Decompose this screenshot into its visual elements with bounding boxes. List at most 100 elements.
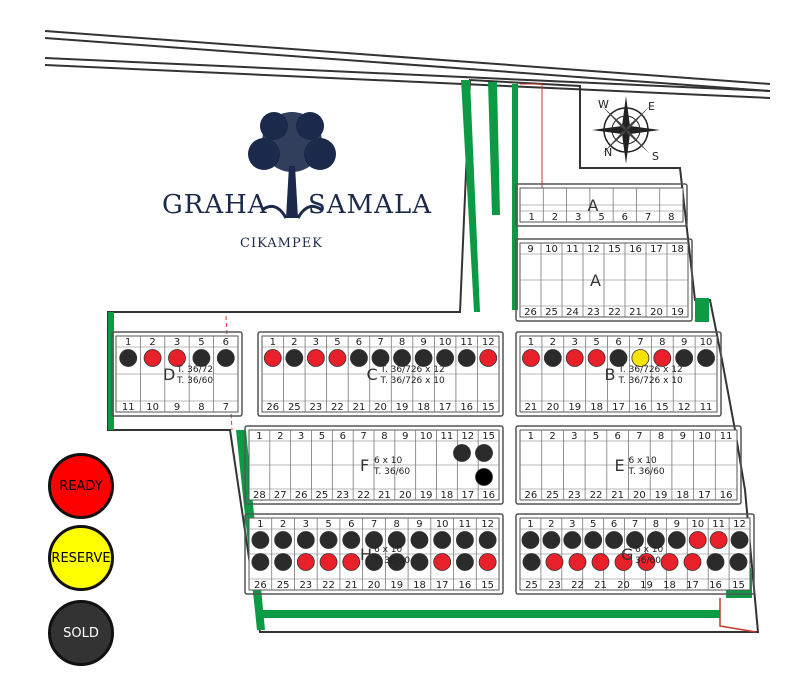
compass-east-label: E: [648, 100, 655, 113]
lot-status-dot: [626, 531, 644, 549]
lot-number: 6: [615, 337, 621, 348]
lot-status-dot: [456, 553, 474, 571]
lot-status-dot: [683, 553, 702, 571]
lot-number: 20: [617, 580, 630, 591]
lot-number: 18: [663, 580, 676, 591]
lot-number: 20: [633, 490, 646, 501]
lot-number: 15: [482, 431, 495, 442]
lot-status-dot: [568, 553, 587, 571]
lot-status-dot: [457, 349, 476, 367]
lot-status-dot: [653, 349, 672, 367]
block-letter: C: [367, 365, 378, 384]
block-info: 6 x 10: [374, 545, 403, 555]
lot-status-dot: [456, 531, 474, 549]
lot-number: 9: [420, 337, 426, 348]
block-B-outline: [515, 331, 722, 417]
lot-number: 3: [571, 431, 577, 442]
compass-north-label: N: [604, 146, 612, 159]
lot-status-dot: [393, 349, 411, 367]
block-letter: A: [588, 196, 599, 215]
lot-status-dot: [119, 349, 138, 367]
lot-number: 16: [709, 580, 722, 591]
lot-number: 2: [552, 212, 558, 223]
lot-number: 7: [636, 431, 642, 442]
lot-number: 2: [280, 519, 286, 530]
lot-number: 12: [482, 337, 495, 348]
lot-status-dot: [475, 444, 493, 462]
brand-city: CIKAMPEK: [240, 236, 323, 251]
block-letter: B: [605, 365, 616, 384]
lot-number: 7: [371, 519, 377, 530]
lot-number: 7: [645, 212, 651, 223]
lot-number: 11: [122, 402, 135, 413]
lot-status-dot: [216, 349, 235, 367]
lot-number: 11: [460, 337, 473, 348]
lot-number: 9: [402, 431, 408, 442]
lot-number: 5: [325, 519, 331, 530]
lot-number: 17: [686, 580, 699, 591]
lot-number: 2: [548, 519, 554, 530]
lot-number: 26: [524, 490, 537, 501]
lot-number: 11: [720, 431, 733, 442]
lot-status-dot: [143, 349, 162, 367]
lot-number: 3: [313, 337, 319, 348]
block-letter: F: [360, 456, 369, 475]
lot-status-dot: [296, 531, 315, 549]
lot-status-dot: [478, 531, 497, 549]
lot-status-dot: [274, 553, 292, 571]
lot-status-dot: [479, 349, 498, 367]
lot-number: 5: [198, 337, 204, 348]
block-info: T. 36/72: [380, 365, 417, 375]
lot-number: 11: [459, 519, 472, 530]
lot-number: 17: [698, 490, 711, 501]
lot-number: 7: [377, 337, 383, 348]
lot-number: 1: [270, 337, 276, 348]
red-boundary: [520, 83, 543, 188]
lot-number: 22: [590, 490, 603, 501]
lot-status-dot: [342, 553, 361, 571]
lot-number: 9: [680, 431, 686, 442]
lot-number: 3: [303, 519, 309, 530]
lot-number: 25: [288, 402, 301, 413]
lot-number: 12: [587, 244, 600, 255]
block-info: T. 36/60: [176, 376, 213, 386]
lot-number: 6: [614, 431, 620, 442]
block-info: 6 x 10: [655, 376, 684, 386]
lot-number: 3: [575, 212, 581, 223]
lot-status-dot: [306, 349, 325, 367]
lot-status-dot: [251, 553, 270, 571]
block-info: T. 36/72: [380, 376, 417, 386]
lot-status-dot: [475, 468, 493, 486]
lot-status-dot: [453, 444, 471, 462]
red-boundary-2: [719, 598, 757, 633]
lot-number: 6: [356, 337, 362, 348]
lot-number: 10: [698, 431, 711, 442]
lot-number: 9: [416, 519, 422, 530]
lot-number: 26: [524, 307, 537, 318]
lot-number: 16: [459, 580, 472, 591]
lot-number: 15: [732, 580, 745, 591]
brand-name: GRAHA SAMALA: [162, 190, 432, 220]
lot-status-dot: [660, 553, 679, 571]
lot-number: 6: [622, 212, 628, 223]
block-info: T. 36/72: [618, 376, 655, 386]
lot-number: 20: [546, 402, 559, 413]
lot-number: 1: [257, 519, 263, 530]
lot-status-dot: [697, 349, 715, 367]
lot-number: 21: [345, 580, 358, 591]
brand-name-right: SAMALA: [307, 190, 432, 220]
lot-number: 23: [568, 490, 581, 501]
lot-status-dot: [168, 349, 186, 367]
lot-number: 19: [671, 307, 684, 318]
block-letter: D: [163, 365, 175, 384]
block-C-outline: [257, 331, 504, 417]
legend-ready-label: READY: [59, 478, 103, 494]
lot-number: 23: [309, 402, 322, 413]
lot-number: 26: [254, 580, 267, 591]
lot-status-dot: [263, 349, 282, 367]
lot-number: 12: [733, 519, 746, 530]
lot-status-dot: [436, 349, 455, 367]
lot-status-dot: [587, 349, 606, 367]
lot-status-dot: [274, 531, 292, 549]
